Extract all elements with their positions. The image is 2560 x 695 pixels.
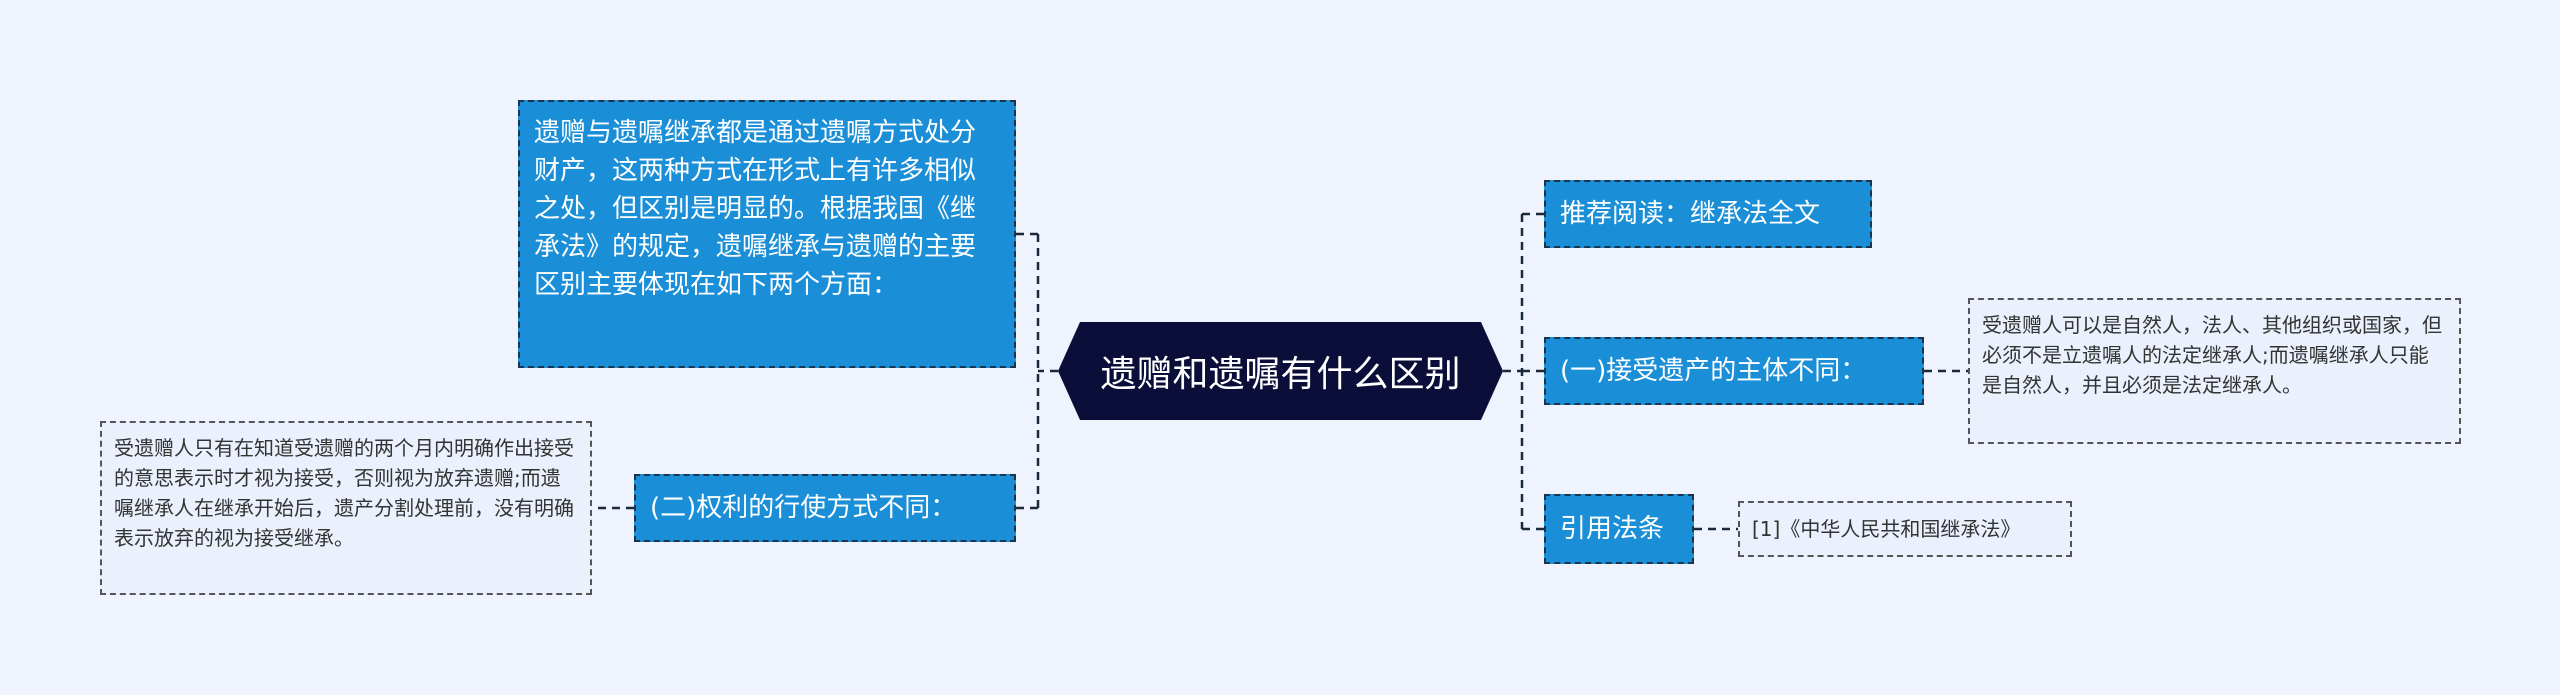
branch-exercise-method[interactable]: (二)权利的行使方式不同： xyxy=(634,474,1016,542)
intro-node[interactable]: 遗赠与遗嘱继承都是通过遗嘱方式处分财产，这两种方式在形式上有许多相似之处，但区别… xyxy=(518,100,1016,368)
cited-law-reference[interactable]: [1]《中华人民共和国继承法》 xyxy=(1738,501,2072,557)
central-topic[interactable]: 遗赠和遗嘱有什么区别 xyxy=(1058,322,1503,420)
central-topic-label: 遗赠和遗嘱有什么区别 xyxy=(1100,354,1461,395)
exercise-method-detail[interactable]: 受遗赠人只有在知道受遗赠的两个月内明确作出接受的意思表示时才视为接受，否则视为放… xyxy=(100,421,592,595)
cited-law-label: 引用法条 xyxy=(1560,514,1665,544)
branch-subject-difference-label: (一)接受遗产的主体不同： xyxy=(1560,356,1867,386)
cited-law-node[interactable]: 引用法条 xyxy=(1544,494,1694,564)
branch-exercise-method-label: (二)权利的行使方式不同： xyxy=(650,493,957,523)
branch-subject-difference[interactable]: (一)接受遗产的主体不同： xyxy=(1544,337,1924,405)
subject-difference-detail[interactable]: 受遗赠人可以是自然人，法人、其他组织或国家，但必须不是立遗嘱人的法定继承人;而遗… xyxy=(1968,298,2461,444)
recommended-reading-node[interactable]: 推荐阅读：继承法全文 xyxy=(1544,180,1872,248)
recommended-reading-label: 推荐阅读：继承法全文 xyxy=(1560,199,1821,229)
subject-difference-detail-text: 受遗赠人可以是自然人，法人、其他组织或国家，但必须不是立遗嘱人的法定继承人;而遗… xyxy=(1982,313,2442,397)
intro-text: 遗赠与遗嘱继承都是通过遗嘱方式处分财产，这两种方式在形式上有许多相似之处，但区别… xyxy=(534,118,977,300)
exercise-method-detail-text: 受遗赠人只有在知道受遗赠的两个月内明确作出接受的意思表示时才视为接受，否则视为放… xyxy=(114,436,574,550)
cited-law-reference-text: [1]《中华人民共和国继承法》 xyxy=(1752,517,2021,541)
